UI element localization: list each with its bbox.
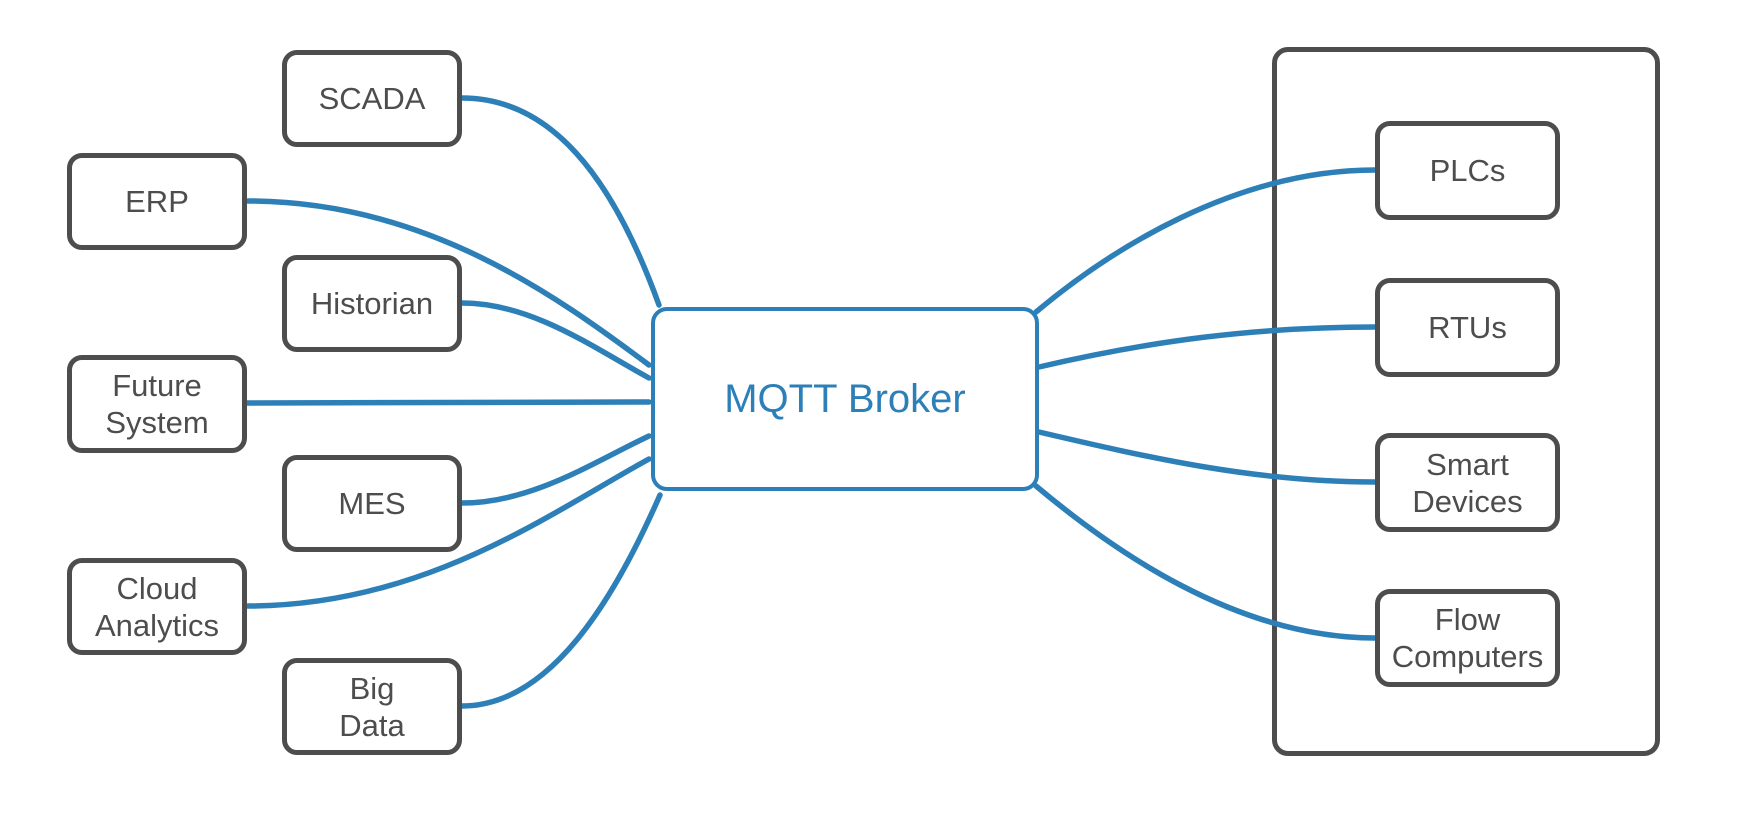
node-cloud-analytics: Cloud Analytics (67, 558, 247, 655)
node-big-data: Big Data (282, 658, 462, 755)
connection-broker-smart-devices (1036, 429, 1378, 485)
node-future-system: Future System (67, 355, 247, 453)
connection-big-data-broker (459, 492, 663, 709)
connection-mes-broker (459, 433, 652, 506)
node-historian: Historian (282, 255, 462, 352)
node-rtus: RTUs (1375, 278, 1560, 377)
connection-erp-broker (245, 198, 652, 368)
node-erp: ERP (67, 153, 247, 250)
node-plcs: PLCs (1375, 121, 1560, 220)
node-mqtt-broker: MQTT Broker (651, 307, 1039, 491)
node-mes: MES (282, 455, 462, 552)
node-smart-devices: Smart Devices (1375, 433, 1560, 532)
connection-broker-flow-computers (1033, 483, 1378, 641)
node-flow-computers: Flow Computers (1375, 589, 1560, 687)
connection-cloud-analytics-broker (245, 456, 652, 609)
connection-future-system-broker (244, 399, 652, 406)
connection-scada-broker (459, 95, 662, 308)
node-scada: SCADA (282, 50, 462, 147)
connection-broker-plcs (1033, 167, 1378, 315)
connection-historian-broker (459, 300, 652, 381)
connection-broker-rtus (1036, 324, 1378, 370)
